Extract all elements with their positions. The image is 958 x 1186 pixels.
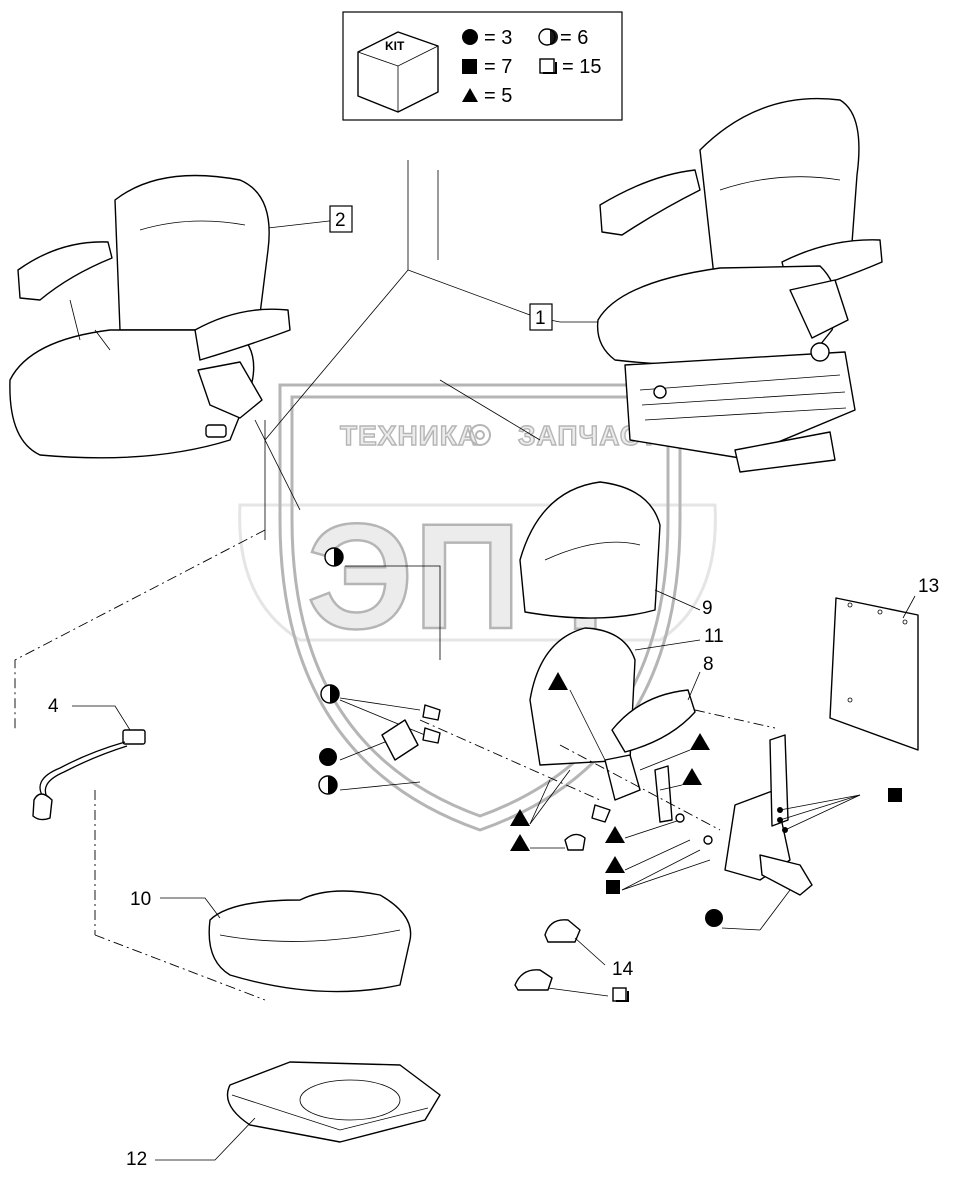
callout-4: 4 <box>48 696 59 717</box>
seat-belt-buckle <box>759 854 813 896</box>
open-square-icon <box>539 58 557 74</box>
callout-box-2 <box>329 205 353 233</box>
legend-half-circle-text: = 6 <box>560 27 588 49</box>
legend-filled-triangle-text: = 5 <box>484 85 512 107</box>
kit-box-icon: KIT <box>357 31 439 113</box>
hardware-callouts <box>318 547 902 927</box>
part-13-panel <box>829 595 919 751</box>
legend-open-square-text: = 15 <box>562 56 601 78</box>
open-square-icon-callout <box>612 987 629 1002</box>
callout-11: 11 <box>704 626 724 647</box>
seat-assembly-1 <box>596 97 883 473</box>
callout-9: 9 <box>702 598 713 619</box>
callout-2: 2 <box>335 210 346 231</box>
kit-legend: KIT = 3 = 6 = 7 = 15 = 5 <box>342 11 623 121</box>
callout-1: 1 <box>535 308 546 329</box>
legend-filled-square-text: = 7 <box>484 56 512 78</box>
callout-14: 14 <box>612 959 634 980</box>
watermark-left-word: ТЕХНИКА <box>340 420 479 451</box>
callout-10: 10 <box>130 889 151 910</box>
callout-12: 12 <box>126 1149 147 1170</box>
filled-triangle-icon <box>462 88 478 102</box>
bolts-filled-square <box>777 794 861 833</box>
filled-square-icon <box>462 59 477 74</box>
callout-labels: 1 2 4 8 9 10 11 12 13 14 <box>48 205 939 1170</box>
part-4-harness <box>32 705 146 821</box>
part-14-caps <box>514 919 629 1002</box>
side-bracket <box>419 719 861 931</box>
callout-box-1 <box>529 303 553 331</box>
callout-13: 13 <box>918 576 939 597</box>
callout-8: 8 <box>703 654 714 675</box>
seat-assembly-2 <box>9 174 291 459</box>
part-12-base-plate <box>155 1061 441 1161</box>
legend-filled-circle-text: = 3 <box>484 27 512 49</box>
part-8-armrest <box>611 671 776 753</box>
kit-label: KIT <box>385 39 405 53</box>
part-11-back-panel <box>529 627 701 766</box>
watermark-gear-icon <box>469 424 491 446</box>
half-circle-icon <box>538 28 558 46</box>
filled-circle-icon <box>462 29 478 45</box>
part-9-backrest <box>519 481 701 619</box>
part-10-cushion <box>160 890 412 993</box>
leader-lines <box>14 160 600 1001</box>
